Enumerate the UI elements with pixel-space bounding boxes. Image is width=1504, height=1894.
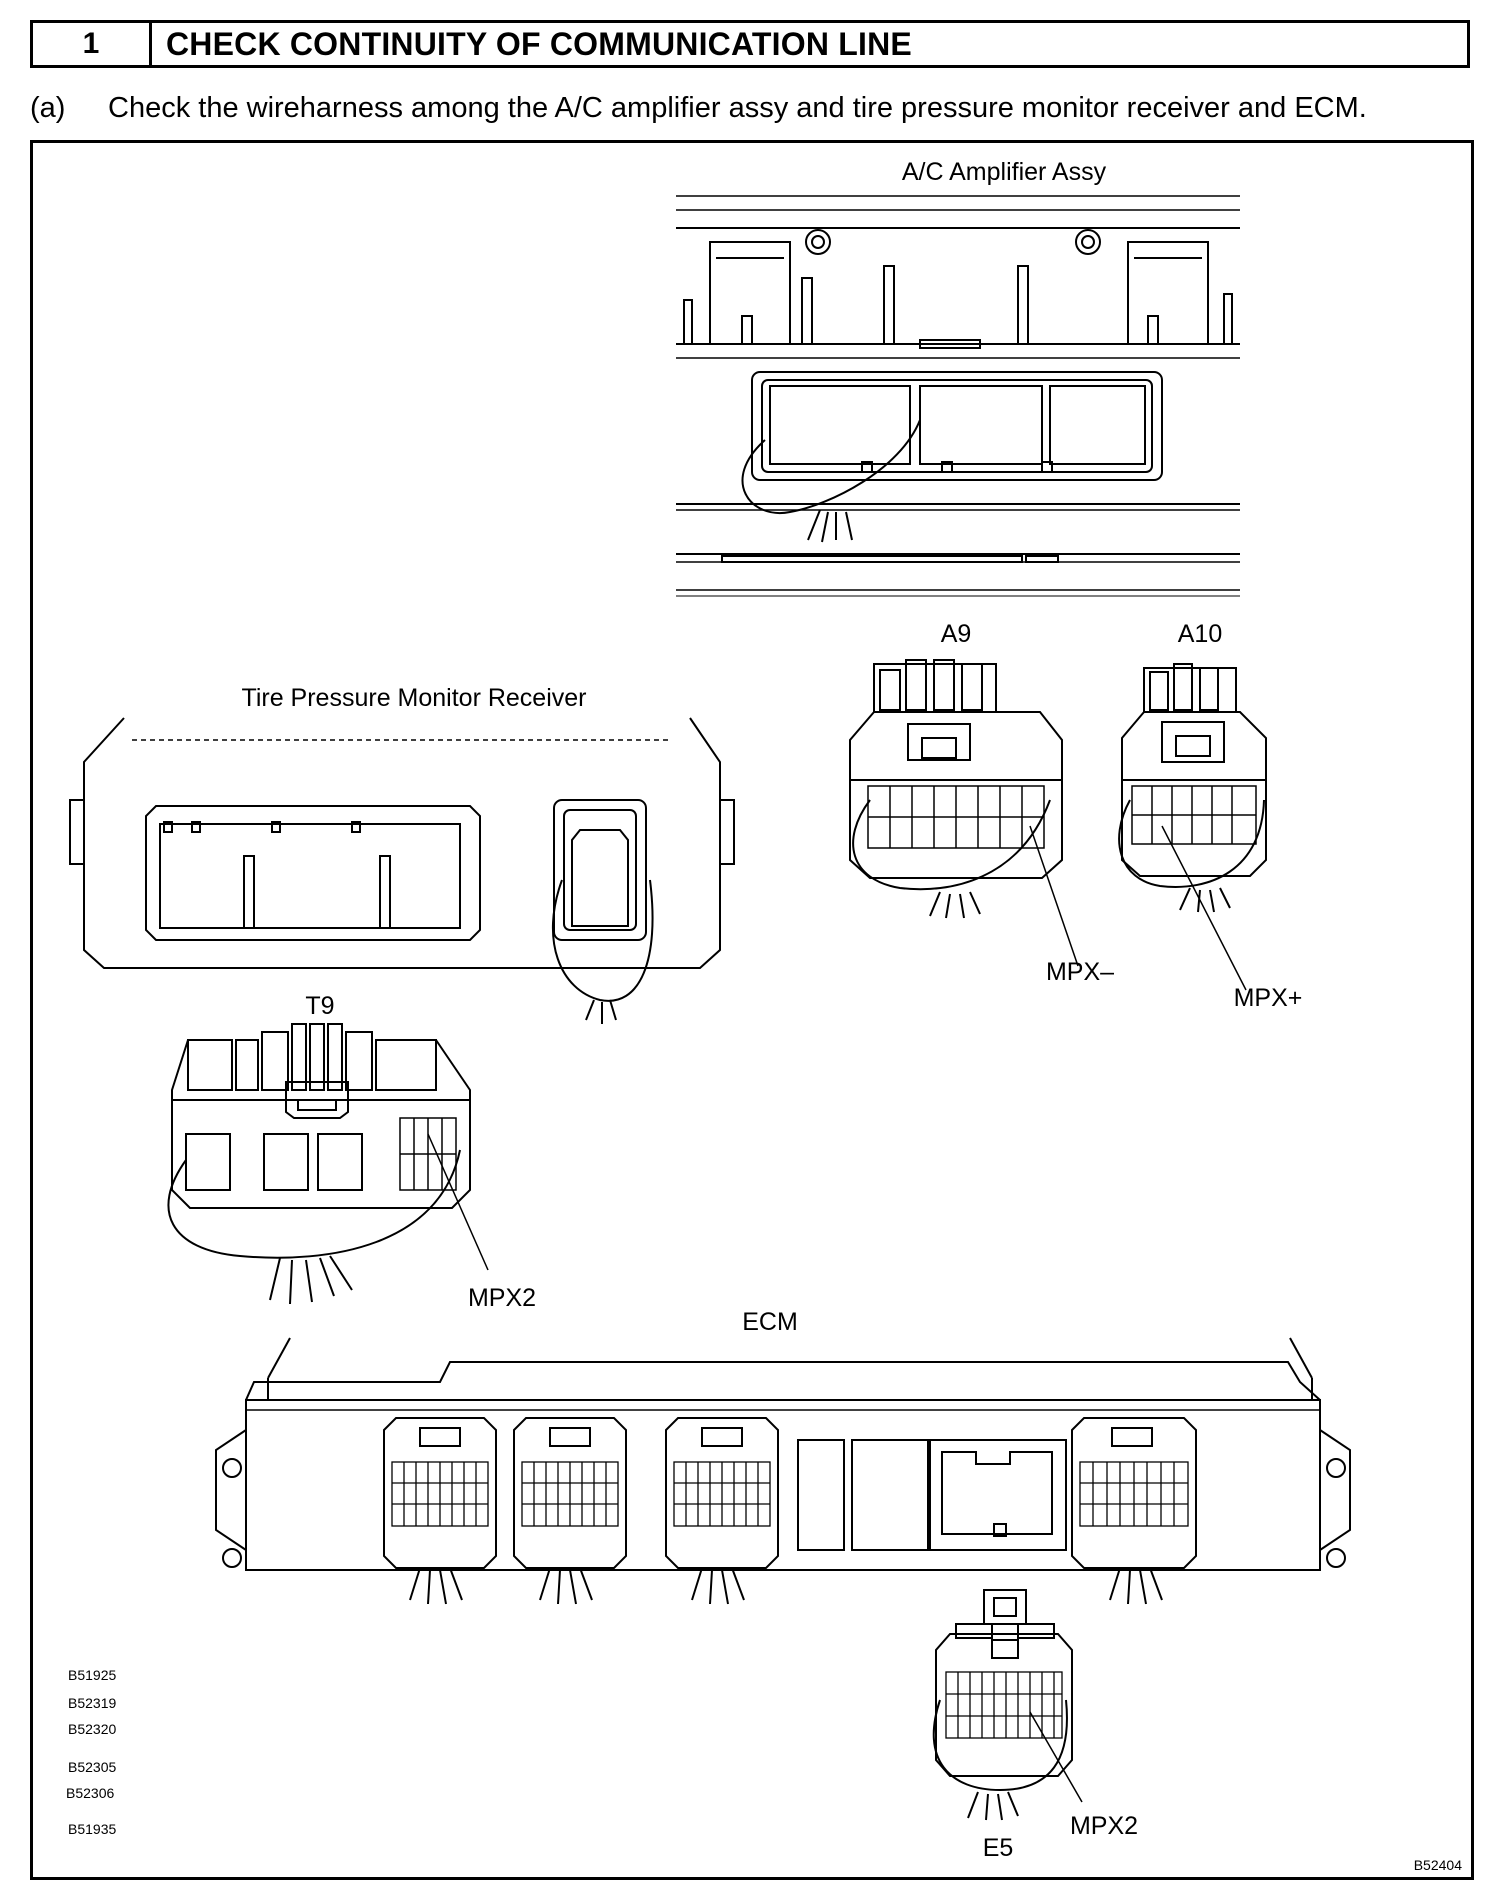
mpx-plus-label: MPX+ bbox=[1234, 984, 1303, 1012]
step-number: 1 bbox=[33, 23, 152, 65]
part-ref: B51935 bbox=[68, 1821, 116, 1837]
connector-e5-label: E5 bbox=[983, 1834, 1014, 1862]
connector-t9-label: T9 bbox=[305, 992, 334, 1020]
connector-t9 bbox=[167, 1023, 471, 1305]
leader-lines bbox=[427, 825, 1247, 1803]
instruction: (a) Check the wireharness among the A/C a… bbox=[30, 92, 1367, 125]
connector-e5 bbox=[932, 1589, 1073, 1821]
connector-a9 bbox=[849, 659, 1063, 919]
e5-mpx2-label: MPX2 bbox=[1070, 1812, 1138, 1840]
ac-amplifier-unit bbox=[676, 195, 1240, 597]
instruction-tag: (a) bbox=[30, 92, 66, 124]
part-ref: B52305 bbox=[68, 1759, 116, 1775]
connector-a10-label: A10 bbox=[1178, 620, 1222, 648]
part-ref: B52320 bbox=[68, 1721, 116, 1737]
connector-a10 bbox=[1118, 663, 1267, 913]
ecm-unit bbox=[215, 1337, 1351, 1605]
part-ref: B52319 bbox=[68, 1695, 116, 1711]
figure-code: B52404 bbox=[1414, 1857, 1462, 1873]
t9-mpx2-label: MPX2 bbox=[468, 1284, 536, 1312]
step-header: 1 CHECK CONTINUITY OF COMMUNICATION LINE bbox=[30, 20, 1470, 68]
tire-receiver-label: Tire Pressure Monitor Receiver bbox=[241, 684, 586, 712]
ecm-label: ECM bbox=[742, 1308, 798, 1336]
tire-pressure-receiver-unit bbox=[69, 717, 735, 1024]
mpx-minus-label: MPX– bbox=[1046, 958, 1114, 986]
part-ref: B51925 bbox=[68, 1667, 116, 1683]
connector-a9-label: A9 bbox=[941, 620, 972, 648]
ac-amplifier-label: A/C Amplifier Assy bbox=[902, 158, 1107, 186]
part-ref: B52306 bbox=[66, 1785, 114, 1801]
instruction-text: Check the wireharness among the A/C ampl… bbox=[108, 92, 1367, 124]
diagram-frame bbox=[30, 140, 1474, 1880]
step-title: CHECK CONTINUITY OF COMMUNICATION LINE bbox=[166, 25, 912, 62]
